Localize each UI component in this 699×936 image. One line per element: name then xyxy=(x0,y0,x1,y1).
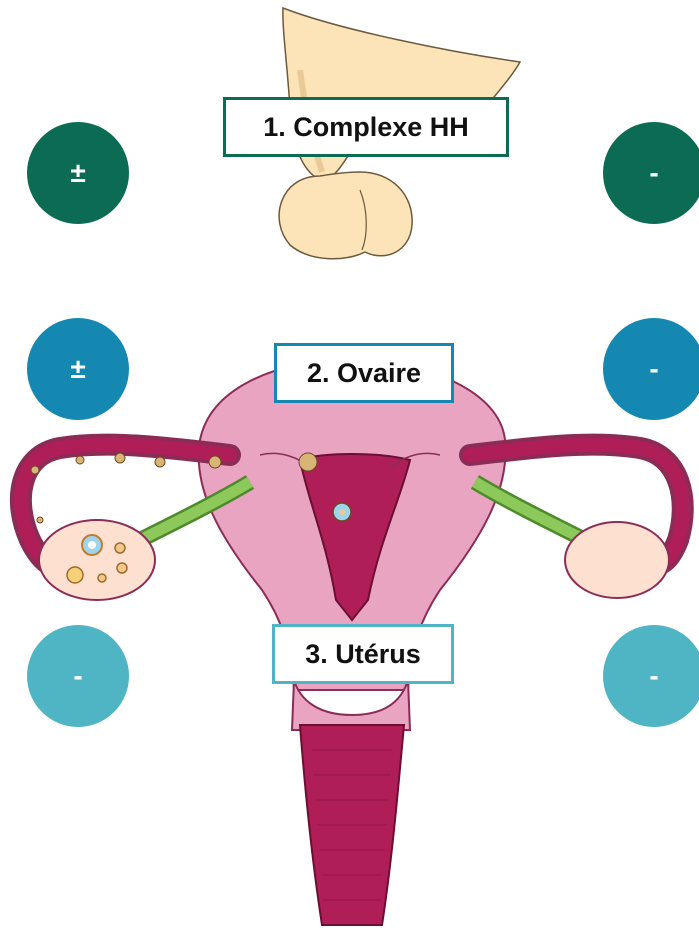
label-complexe-hh: 1. Complexe HH xyxy=(223,97,509,157)
marker-hh-left: ± xyxy=(27,122,129,224)
label-uterus: 3. Utérus xyxy=(272,624,454,684)
marker-ovaire-right: - xyxy=(603,318,699,420)
marker-hh-right: - xyxy=(603,122,699,224)
marker-uterus-right: - xyxy=(603,625,699,727)
marker-uterus-left: - xyxy=(27,625,129,727)
label-ovaire: 2. Ovaire xyxy=(274,343,454,403)
marker-ovaire-left: ± xyxy=(27,318,129,420)
embryo-marker xyxy=(333,503,351,521)
